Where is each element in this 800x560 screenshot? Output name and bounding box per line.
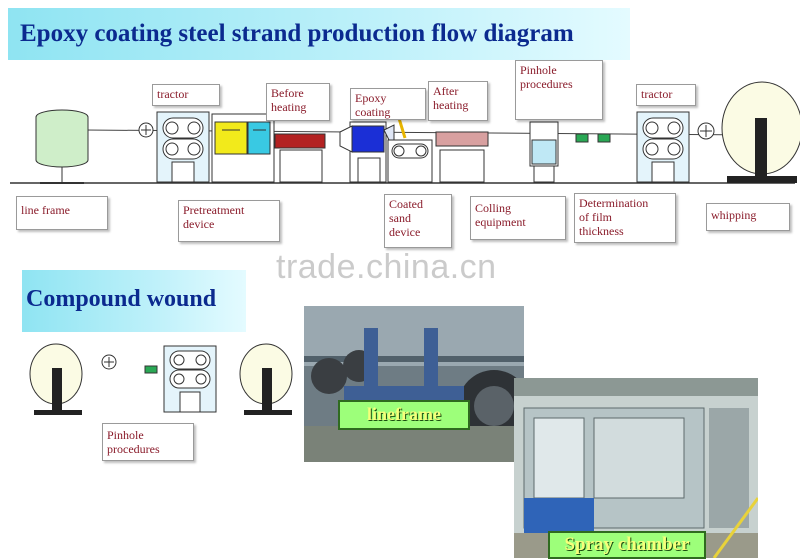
section-banner: Compound wound — [22, 270, 246, 332]
section-title: Compound wound — [26, 286, 217, 312]
label-pretreatment: Pretreatment device — [178, 200, 280, 242]
guide-wheel-left — [138, 122, 154, 138]
label-after-heating: After heating — [428, 81, 488, 121]
pretreatment-device — [211, 113, 275, 183]
tractor-right — [636, 111, 690, 183]
compound-wound-diagram — [29, 343, 293, 415]
line-frame-coil — [35, 109, 89, 184]
film-thickness-sensors — [575, 133, 611, 143]
tractor-compound — [163, 345, 217, 413]
guide-wheel-right — [697, 122, 715, 140]
epoxy-coating-unit — [339, 121, 395, 183]
after-heating-unit — [435, 131, 489, 183]
tractor-left — [156, 111, 210, 183]
photo-label-lineframe: lineframe — [338, 400, 470, 430]
guide-wheel-compound — [101, 354, 117, 370]
label-pinhole-compound: Pinhole procedures — [102, 423, 194, 461]
title-banner: Epoxy coating steel strand production fl… — [8, 8, 630, 60]
before-heating-unit — [274, 133, 326, 183]
label-epoxy-coating: Epoxy coating — [350, 88, 426, 120]
whipping-reel — [721, 81, 800, 183]
label-whipping: whipping — [706, 203, 790, 231]
flow-diagram — [10, 81, 800, 184]
label-colling: Colling equipment — [470, 196, 566, 240]
photo-lineframe — [304, 306, 524, 462]
label-tractor-left: tractor — [152, 84, 220, 106]
label-coated-sand: Coated sand device — [384, 194, 452, 248]
watermark: trade.china.cn — [276, 248, 497, 286]
label-film-thickness: Determination of film thickness — [574, 193, 676, 243]
colling-equipment — [529, 121, 559, 183]
label-before-heating: Before heating — [266, 83, 330, 121]
coated-sand-device — [387, 114, 433, 183]
label-pinhole: Pinhole procedures — [515, 60, 603, 120]
page-title: Epoxy coating steel strand production fl… — [20, 20, 574, 47]
label-tractor-right: tractor — [636, 84, 696, 106]
photo-spray-chamber — [514, 378, 758, 558]
label-line-frame: line frame — [16, 196, 108, 230]
take-up-reel — [239, 343, 293, 415]
photo-label-spray: Spray chamber — [548, 531, 706, 559]
pinhole-sensor — [144, 365, 158, 374]
payoff-reel — [29, 343, 83, 415]
